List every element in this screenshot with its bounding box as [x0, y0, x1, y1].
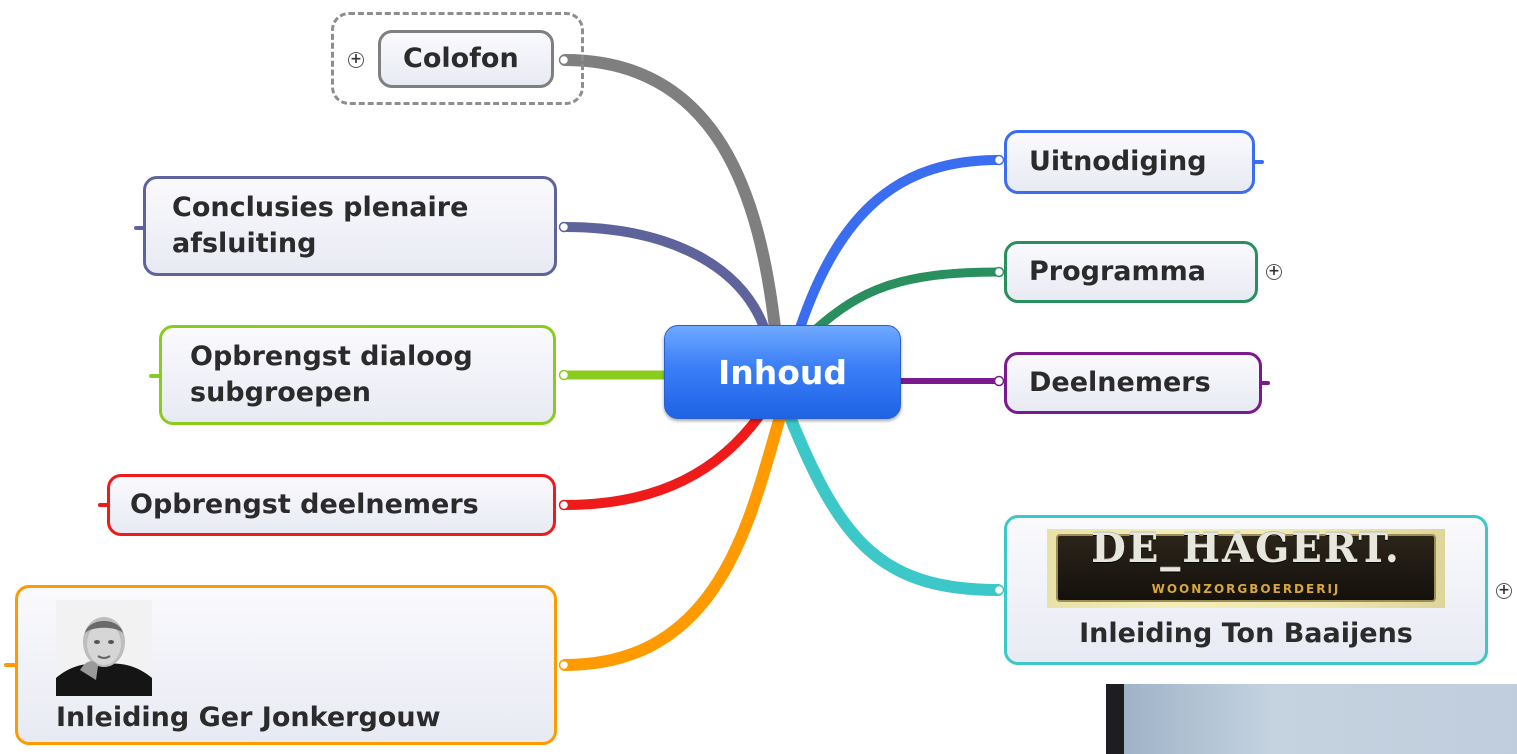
portrait-photo	[56, 600, 152, 696]
topic-colofon-label: Colofon	[403, 43, 519, 74]
topic-programma[interactable]: Programma	[1004, 241, 1258, 303]
colofon-boundary	[331, 12, 584, 105]
branch-ton	[784, 411, 1004, 596]
topic-conclusies-label: Conclusies plenaire afsluiting	[172, 192, 469, 259]
topic-colofon[interactable]: Colofon	[378, 30, 554, 88]
topic-deelnemers-label: Deelnemers	[1029, 367, 1211, 398]
branch-programma	[810, 267, 1003, 335]
topic-uitnodiging[interactable]: Uitnodiging	[1004, 130, 1255, 194]
logo-sub-text: WOONZORGBOERDERIJ	[1151, 582, 1341, 596]
branch-conclusies	[560, 222, 770, 335]
de-hagert-logo: DE_HAGERT. WOONZORGBOERDERIJ	[1047, 525, 1445, 608]
topic-opbrengst-deelnemers-label: Opbrengst deelnemers	[130, 489, 479, 520]
topic-ger-label: Inleiding Ger Jonkergouw	[56, 702, 441, 733]
topic-opbrengst-dialoog[interactable]: Opbrengst dialoog subgroepen	[159, 325, 556, 425]
portrait-image	[56, 600, 152, 696]
branch-opbrengst-deelnemers	[560, 410, 765, 510]
topic-opbrengst-deelnemers[interactable]: Opbrengst deelnemers	[107, 474, 556, 536]
topic-ton-label: Inleiding Ton Baaijens	[1079, 617, 1413, 649]
expand-ton-icon[interactable]: +	[1496, 583, 1512, 599]
topic-ton[interactable]: DE_HAGERT. WOONZORGBOERDERIJ Inleiding T…	[1004, 515, 1488, 665]
branch-uitnodiging	[795, 155, 1003, 333]
expand-programma-icon[interactable]: +	[1266, 264, 1282, 280]
branch-ger	[559, 411, 786, 671]
topic-deelnemers[interactable]: Deelnemers	[1004, 352, 1262, 414]
topic-opbrengst-dialoog-label: Opbrengst dialoog subgroepen	[190, 341, 473, 408]
topic-ger[interactable]: Inleiding Ger Jonkergouw	[15, 585, 557, 745]
expand-colofon-icon[interactable]: +	[348, 52, 364, 68]
background-photo	[1106, 684, 1517, 754]
branch-colofon	[559, 54, 781, 334]
topic-programma-label: Programma	[1029, 256, 1207, 287]
logo-main-text: DE_HAGERT.	[1091, 525, 1401, 572]
central-topic[interactable]: Inhoud	[664, 325, 901, 419]
topic-uitnodiging-label: Uitnodiging	[1029, 146, 1207, 177]
topic-conclusies[interactable]: Conclusies plenaire afsluiting	[143, 176, 557, 276]
